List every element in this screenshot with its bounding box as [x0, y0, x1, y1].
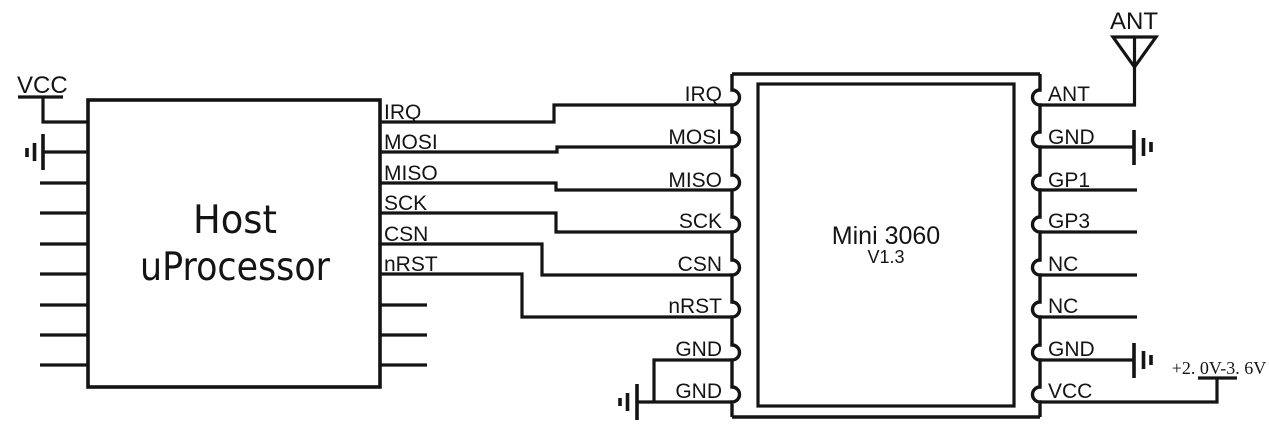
wire-irq — [380, 103, 732, 124]
host-left-pin-stubs — [40, 181, 88, 367]
host-right-pin-stubs — [380, 303, 427, 367]
module-right-stubs — [1040, 188, 1137, 319]
host-pin-label-irq: IRQ — [384, 101, 421, 124]
host-vcc-net-label: VCC — [17, 72, 68, 99]
wire-miso — [380, 181, 732, 192]
host-pin-label-csn: CSN — [384, 223, 428, 246]
antenna-icon — [1109, 35, 1160, 70]
module-pin-label-mosi: MOSI — [668, 126, 722, 149]
module-version: V1.3 — [867, 247, 904, 267]
module-pin-label-gnd-r2: GND — [1048, 338, 1095, 361]
module-name: Mini 3060 — [832, 222, 940, 250]
module-left-ground-icon — [618, 384, 639, 420]
wire-sck — [380, 211, 732, 234]
host-ground-icon — [25, 134, 45, 170]
module-left-edge-pins — [730, 74, 742, 417]
wire-csn — [380, 242, 732, 277]
module-right-edge-pins — [1030, 74, 1042, 417]
supply-label: +2. 0V-3. 6V — [1172, 358, 1267, 378]
module-pin-label-ant: ANT — [1048, 83, 1090, 106]
host-title-line2: uProcessor — [140, 245, 331, 290]
module-pin-label-irq: IRQ — [685, 83, 722, 106]
wire-mosi — [380, 145, 732, 154]
module-pin-label-gp3: GP3 — [1048, 210, 1090, 233]
module-gnd-tie-wire — [637, 358, 732, 404]
supply-rail — [1040, 376, 1237, 404]
gnd-bottom-right-icon — [1132, 343, 1153, 378]
wire-nrst — [380, 272, 732, 319]
module-pin-label-gnd1: GND — [675, 338, 722, 361]
gnd-top-right-icon — [1132, 130, 1153, 165]
module-pin-label-csn: CSN — [678, 253, 722, 276]
module-pin-label-nc2: NC — [1048, 295, 1078, 318]
module-pin-label-miso: MISO — [668, 169, 722, 192]
host-title-line1: Host — [193, 198, 277, 243]
host-pin-label-mosi: MOSI — [384, 131, 438, 154]
antenna-wire — [1040, 37, 1137, 107]
module-pin-label-nc1: NC — [1048, 253, 1078, 276]
module-pin-label-vcc: VCC — [1048, 380, 1092, 403]
host-pin-label-nrst: nRST — [384, 253, 438, 276]
antenna-label: ANT — [1110, 8, 1158, 35]
module-pin-label-sck: SCK — [679, 210, 722, 233]
module-pin-label-gp1: GP1 — [1048, 169, 1090, 192]
host-pin-label-miso: MISO — [384, 162, 438, 185]
module-inner-outline — [756, 82, 1016, 408]
module-pin-label-gnd-r1: GND — [1048, 126, 1095, 149]
module-pin-label-gnd2: GND — [675, 380, 722, 403]
module-pin-label-nrst: nRST — [668, 295, 722, 318]
host-processor-box — [86, 98, 382, 389]
host-pin-label-sck: SCK — [384, 192, 427, 215]
host-vcc-wire — [18, 95, 88, 124]
